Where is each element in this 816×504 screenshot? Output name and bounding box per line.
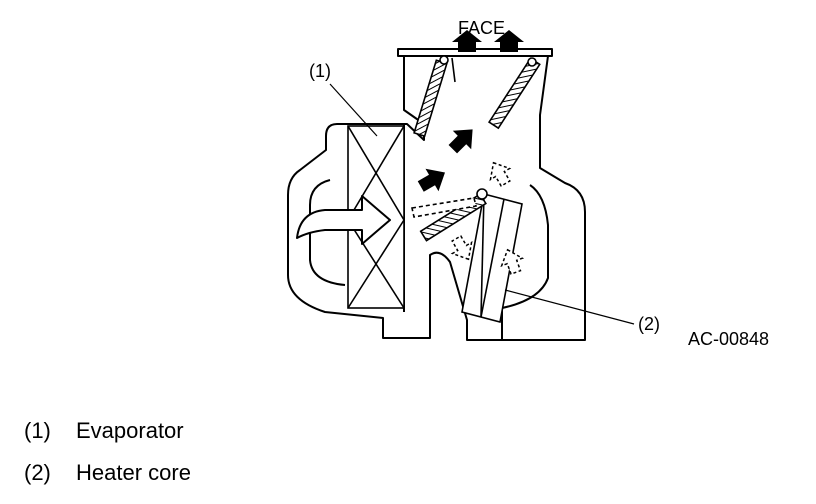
legend-label: Heater core: [76, 460, 191, 485]
hvac-diagram: FACE: [287, 18, 769, 349]
callout-2: (2): [638, 314, 660, 334]
legend-label: Evaporator: [76, 418, 184, 443]
face-airflow-arrows: [417, 30, 524, 192]
airflow-intake-arrow-icon: [296, 195, 391, 245]
dashed-airflow-arrows: [450, 161, 525, 276]
callout-2-leader: [504, 289, 635, 325]
legend-number: (1): [24, 418, 51, 443]
heater-core: [461, 193, 523, 323]
legend-item-2: (2) Heater core: [24, 460, 191, 486]
callout-1-leader: [329, 83, 378, 137]
callout-1: (1): [309, 61, 331, 81]
legend-number: (2): [24, 460, 51, 485]
legend-item-1: (1) Evaporator: [24, 418, 184, 444]
air-mix-dampers: [411, 55, 541, 242]
figure-code: AC-00848: [688, 329, 769, 349]
